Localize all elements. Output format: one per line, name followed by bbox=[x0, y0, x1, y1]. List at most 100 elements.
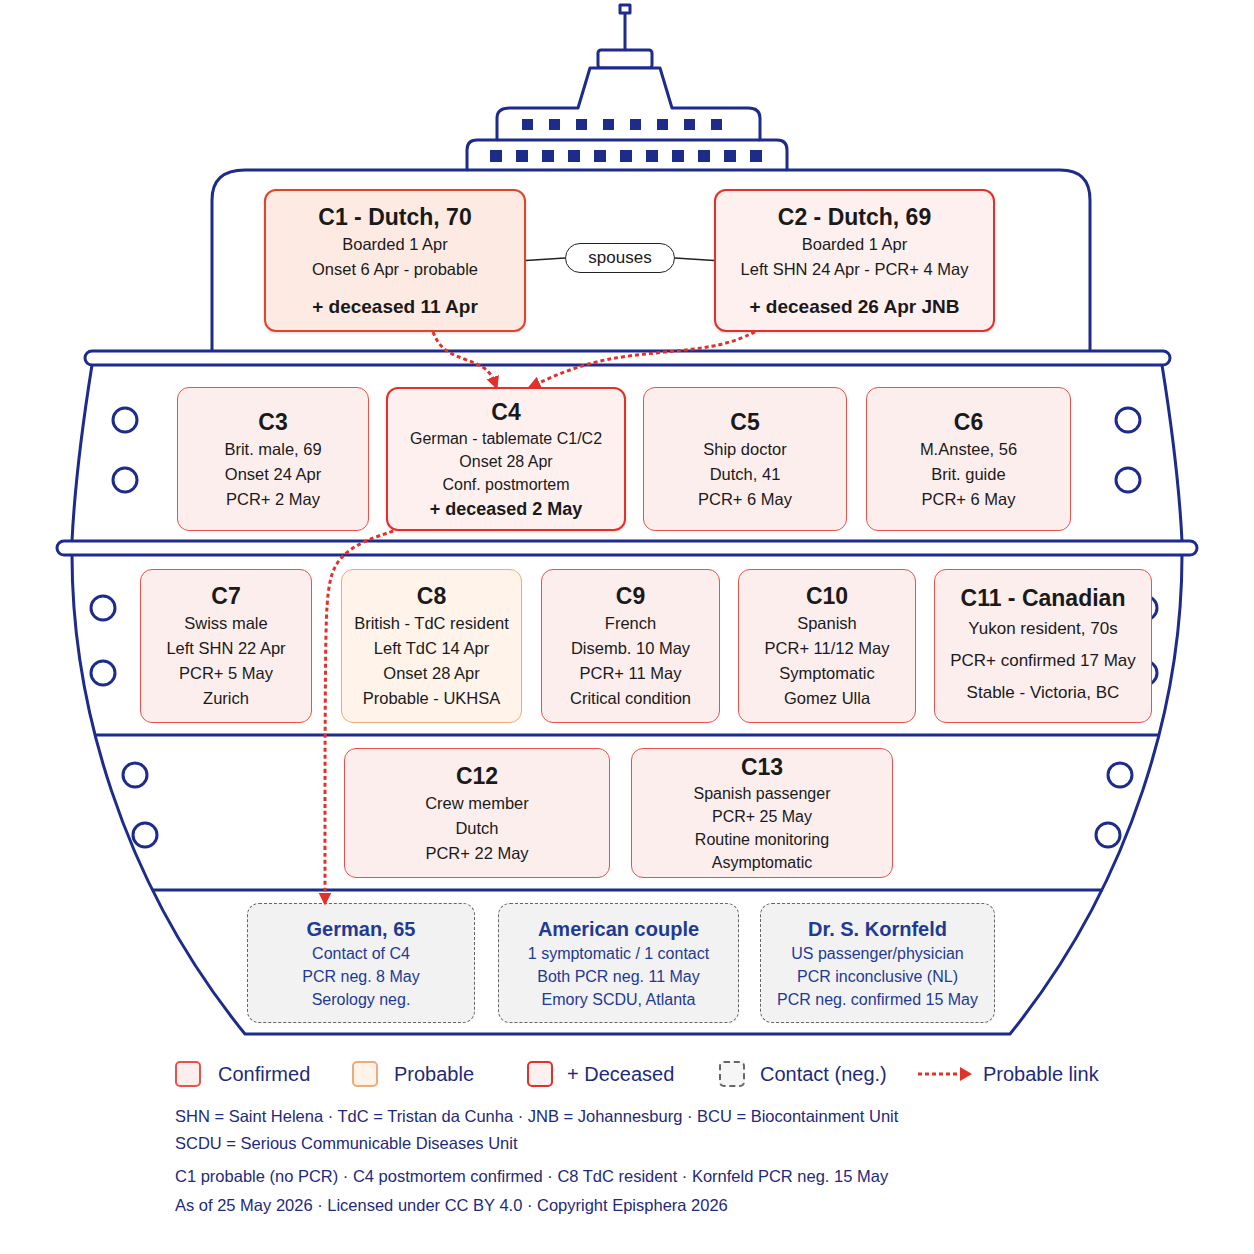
porthole bbox=[133, 823, 157, 847]
window bbox=[646, 150, 658, 162]
legend-swatch bbox=[527, 1061, 553, 1087]
ship-windows bbox=[490, 119, 762, 162]
contact-detail: Emory SCDU, Atlanta bbox=[542, 988, 696, 1011]
hull-lower bbox=[72, 555, 1182, 1034]
contact-detail: PCR neg. 8 May bbox=[302, 965, 419, 988]
case-detail: M.Anstee, 56 bbox=[920, 437, 1017, 462]
case-detail: Disemb. 10 May bbox=[571, 636, 690, 661]
deck-line bbox=[95, 734, 1160, 737]
case-detail: PCR+ 5 May bbox=[179, 661, 273, 686]
case-heading: C3 bbox=[258, 407, 287, 437]
porthole bbox=[1108, 763, 1132, 787]
contact-detail: US passenger/physician bbox=[791, 942, 964, 965]
footnote-text: C1 probable (no PCR) · C4 postmortem con… bbox=[175, 1165, 888, 1187]
legend-text: Probable bbox=[394, 1061, 474, 1087]
window bbox=[576, 119, 587, 130]
case-heading: C12 bbox=[456, 761, 498, 791]
case-detail: German - tablemate C1/C2 bbox=[410, 427, 602, 450]
contact-detail: Both PCR neg. 11 May bbox=[537, 965, 699, 988]
window bbox=[568, 150, 580, 162]
case-detail: Swiss male bbox=[184, 611, 267, 636]
window bbox=[516, 150, 528, 162]
case-detail: PCR+ 25 May bbox=[712, 805, 812, 828]
probable-link bbox=[325, 531, 393, 903]
deck-rail bbox=[57, 541, 1197, 555]
case-detail: Crew member bbox=[425, 791, 529, 816]
case-heading: C5 bbox=[730, 407, 759, 437]
case-box: C3Brit. male, 69Onset 24 AprPCR+ 2 May bbox=[177, 387, 369, 531]
legend-swatch bbox=[352, 1061, 378, 1087]
probable-link bbox=[530, 332, 755, 387]
case-detail: Left SHN 22 Apr bbox=[166, 636, 285, 661]
hull-side bbox=[72, 365, 92, 541]
contact-detail: Contact of C4 bbox=[312, 942, 410, 965]
case-heading: C4 bbox=[491, 397, 520, 427]
legend-text: Probable link bbox=[983, 1061, 1099, 1087]
case-box: C9FrenchDisemb. 10 MayPCR+ 11 MayCritica… bbox=[541, 569, 720, 723]
case-detail: Boarded 1 Apr bbox=[802, 232, 908, 257]
case-detail: PCR+ 22 May bbox=[425, 841, 528, 866]
contact-detail: PCR neg. confirmed 15 May bbox=[777, 988, 978, 1011]
death-note: + deceased 11 Apr bbox=[312, 294, 478, 320]
case-detail: Left SHN 24 Apr - PCR+ 4 May bbox=[741, 257, 969, 282]
superstructure bbox=[212, 68, 1090, 352]
case-detail: Spanish passenger bbox=[694, 782, 831, 805]
case-detail: Ship doctor bbox=[703, 437, 786, 462]
window bbox=[698, 150, 710, 162]
window bbox=[490, 150, 502, 162]
case-detail: Onset 28 Apr bbox=[459, 450, 552, 473]
contact-detail: Serology neg. bbox=[312, 988, 411, 1011]
legend-line-sample bbox=[918, 1061, 978, 1087]
case-heading: C10 bbox=[806, 581, 848, 611]
case-detail: British - TdC resident bbox=[354, 611, 509, 636]
case-box: C8British - TdC residentLeft TdC 14 AprO… bbox=[341, 569, 522, 723]
window bbox=[657, 119, 668, 130]
case-heading: C11 - Canadian bbox=[961, 583, 1126, 613]
case-detail: PCR+ 2 May bbox=[226, 487, 320, 512]
case-detail: PCR+ 6 May bbox=[698, 487, 792, 512]
window bbox=[549, 119, 560, 130]
porthole bbox=[1096, 823, 1120, 847]
case-detail: French bbox=[605, 611, 656, 636]
case-detail: Onset 28 Apr bbox=[383, 661, 479, 686]
case-detail: Boarded 1 Apr bbox=[342, 232, 448, 257]
legend-text: + Deceased bbox=[567, 1061, 674, 1087]
relation-line bbox=[526, 258, 565, 261]
porthole bbox=[1116, 468, 1140, 492]
relation-pill: spouses bbox=[565, 243, 675, 273]
case-detail: Dutch, 41 bbox=[710, 462, 781, 487]
porthole bbox=[123, 763, 147, 787]
case-box: C2 - Dutch, 69Boarded 1 AprLeft SHN 24 A… bbox=[714, 189, 995, 332]
case-detail: Conf. postmortem bbox=[442, 473, 569, 496]
case-detail: Onset 6 Apr - probable bbox=[312, 257, 478, 282]
porthole bbox=[113, 468, 137, 492]
case-detail: Brit. male, 69 bbox=[224, 437, 321, 462]
deck-line bbox=[497, 139, 760, 142]
relation-line bbox=[675, 258, 714, 261]
case-detail: Zurich bbox=[203, 686, 249, 711]
window bbox=[542, 150, 554, 162]
case-detail: Onset 24 Apr bbox=[225, 462, 321, 487]
case-heading: C7 bbox=[211, 581, 240, 611]
bridge-cabin bbox=[598, 50, 652, 68]
window bbox=[711, 119, 722, 130]
contact-detail: PCR inconclusive (NL) bbox=[797, 965, 958, 988]
case-box: C1 - Dutch, 70Boarded 1 AprOnset 6 Apr -… bbox=[264, 189, 526, 332]
legend-line bbox=[918, 1073, 962, 1076]
contact-detail: 1 symptomatic / 1 contact bbox=[528, 942, 709, 965]
case-heading: C13 bbox=[741, 752, 783, 782]
legend-swatch bbox=[175, 1061, 201, 1087]
footnote-text: As of 25 May 2026 · Licensed under CC BY… bbox=[175, 1194, 728, 1216]
deck-line bbox=[467, 169, 787, 172]
case-detail: Routine monitoring bbox=[695, 828, 829, 851]
porthole bbox=[91, 596, 115, 620]
legend-text: Confirmed bbox=[218, 1061, 310, 1087]
window bbox=[750, 150, 762, 162]
footnote-text: SCDU = Serious Communicable Diseases Uni… bbox=[175, 1132, 518, 1154]
deck-rail bbox=[85, 351, 1170, 365]
case-detail: Dutch bbox=[455, 816, 498, 841]
case-heading: C2 - Dutch, 69 bbox=[778, 202, 931, 232]
contact-box: German, 65Contact of C4PCR neg. 8 MaySer… bbox=[247, 903, 475, 1023]
case-detail: Left TdC 14 Apr bbox=[374, 636, 489, 661]
